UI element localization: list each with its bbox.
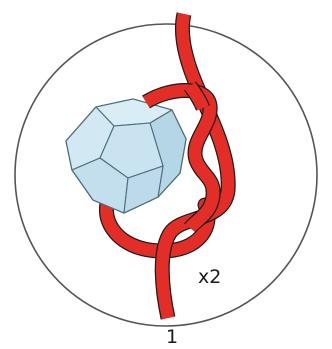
repeat-label: x2 [198, 266, 221, 288]
step-number-label: 1 [166, 326, 178, 348]
